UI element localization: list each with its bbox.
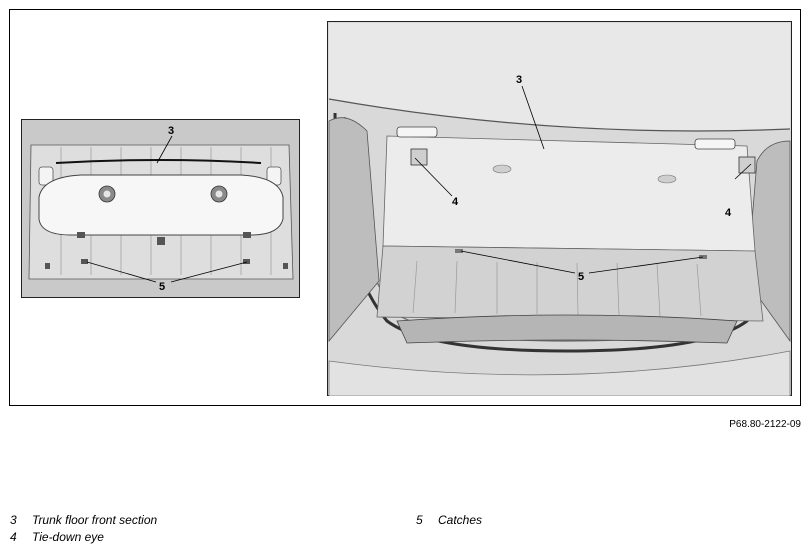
legend-label-tie-down-eye: Tie-down eye bbox=[32, 530, 104, 544]
legend-number-4: 4 bbox=[10, 530, 17, 544]
callout-trunk-floor-right: 3 bbox=[516, 74, 522, 86]
legend-label-trunk-floor: Trunk floor front section bbox=[32, 513, 158, 527]
legend-number-3: 3 bbox=[10, 513, 17, 527]
open-trunk-illustration: 3 4 4 5 bbox=[327, 21, 792, 396]
legend-number-5: 5 bbox=[416, 513, 423, 527]
legend-label-catches: Catches bbox=[438, 513, 483, 527]
trunk-floor-illustration: 3 5 bbox=[21, 119, 300, 298]
image-code: P68.80-2122-09 bbox=[729, 419, 801, 430]
callout-tie-down-eye-left: 4 bbox=[452, 196, 459, 208]
callout-catches-right: 5 bbox=[578, 271, 584, 283]
callout-tie-down-eye-right: 4 bbox=[725, 207, 732, 219]
callout-catches-left: 5 bbox=[159, 281, 165, 293]
callout-trunk-floor-left: 3 bbox=[168, 125, 174, 137]
